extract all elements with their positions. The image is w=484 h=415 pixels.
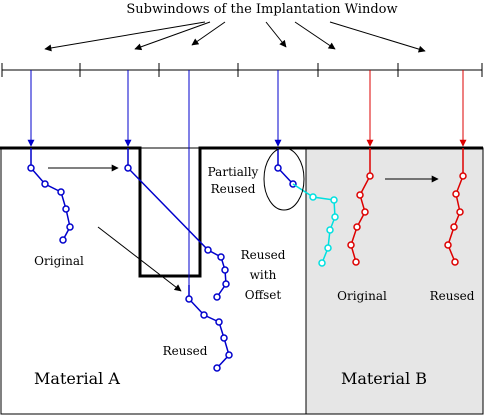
target-surface-outline (0, 146, 483, 278)
diagram-title: Subwindows of the Implantation Window (126, 2, 397, 17)
event-marker-icon (57, 188, 65, 196)
event-marker-icon (27, 164, 35, 172)
partially-reused-label-line2: Reused (211, 182, 256, 196)
path-reused-b (444, 148, 467, 266)
transfer-arrows (48, 164, 439, 292)
reused-offset-label-line3: Offset (245, 288, 282, 302)
original-a-label: Original (34, 254, 84, 268)
event-marker-icon (361, 208, 369, 216)
reused-b-label: Reused (430, 289, 475, 303)
reused-a-label: Reused (163, 344, 208, 358)
event-marker-icon (59, 236, 67, 244)
event-marker-icon (217, 253, 225, 261)
path-transition (292, 183, 339, 267)
event-marker-icon (204, 246, 212, 254)
path-reused-a (185, 285, 233, 372)
event-marker-icon (459, 172, 467, 180)
event-marker-icon (444, 241, 452, 249)
event-marker-icon (331, 213, 339, 221)
event-marker-icon (220, 334, 228, 342)
event-marker-icon (352, 258, 360, 266)
event-marker-icon (200, 311, 208, 319)
event-marker-icon (221, 266, 229, 274)
event-marker-icon (452, 190, 460, 198)
event-marker-icon (366, 172, 374, 180)
partially-reused-ellipse (263, 147, 305, 211)
event-paths (27, 148, 467, 372)
path-reused-shifted (124, 148, 230, 301)
event-marker-icon (451, 258, 459, 266)
event-marker-icon (347, 241, 355, 249)
original-b-label: Original (337, 289, 387, 303)
path-partially-reused (274, 148, 297, 188)
incoming-ion-rays (27, 70, 467, 285)
event-marker-icon (41, 180, 49, 188)
event-marker-icon (62, 205, 70, 213)
event-marker-icon (274, 164, 282, 172)
implantation-window-axis (1, 63, 483, 77)
partially-reused-label-line1: Partially (208, 165, 259, 179)
event-marker-icon (450, 223, 458, 231)
event-marker-icon (66, 223, 74, 231)
event-marker-icon (222, 280, 230, 288)
event-marker-icon (456, 208, 464, 216)
reused-offset-label-line2: with (250, 268, 277, 282)
event-marker-icon (124, 164, 132, 172)
title-arrows (44, 21, 426, 53)
event-marker-icon (213, 364, 221, 372)
event-marker-icon (356, 191, 364, 199)
material-a-region (0, 147, 307, 415)
event-marker-icon (309, 193, 317, 201)
event-marker-icon (330, 196, 338, 204)
event-marker-icon (324, 244, 332, 252)
event-marker-icon (185, 295, 193, 303)
material-b-label: Material B (341, 369, 427, 388)
reused-offset-label-line1: Reused (241, 248, 286, 262)
event-marker-icon (215, 318, 223, 326)
event-marker-icon (353, 223, 361, 231)
path-original-a (27, 148, 74, 244)
event-marker-icon (326, 226, 334, 234)
event-marker-icon (318, 259, 326, 267)
event-marker-icon (213, 293, 221, 301)
path-original-b (347, 148, 374, 266)
event-marker-icon (225, 351, 233, 359)
material-a-label: Material A (34, 369, 120, 388)
